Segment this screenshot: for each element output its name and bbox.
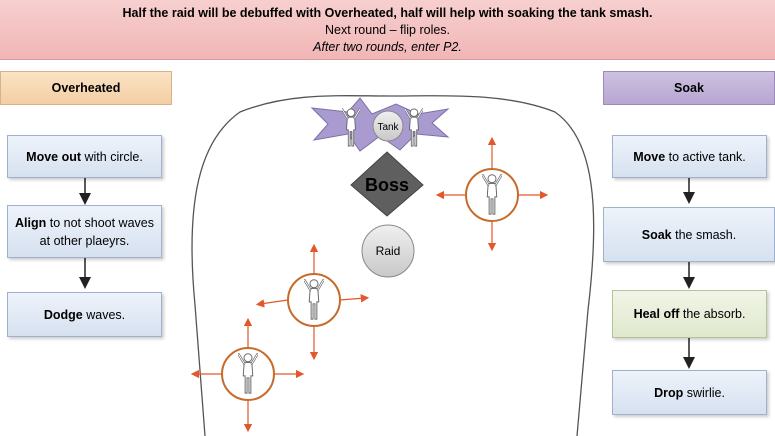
overheated-step-dodge: Dodge waves. xyxy=(7,292,162,337)
step-text: the smash. xyxy=(671,227,737,242)
step-keyword: Move out xyxy=(26,149,82,164)
player-figure-icon xyxy=(304,279,324,321)
overheated-player-1 xyxy=(435,136,549,252)
overheated-player-3 xyxy=(190,317,305,433)
step-keyword: Dodge xyxy=(43,307,83,322)
step-text: with circle. xyxy=(81,149,143,164)
overheated-header: Overheated xyxy=(0,71,172,105)
player-figure-icon xyxy=(238,353,258,395)
step-text: to not shoot waves at other plaeyrs. xyxy=(39,215,154,248)
tank-marker xyxy=(372,110,404,142)
overheated-step-align: Align to not shoot waves at other plaeyr… xyxy=(7,205,162,258)
overheated-player-2 xyxy=(255,243,370,361)
step-text: to active tank. xyxy=(665,149,746,164)
boss-marker xyxy=(350,151,424,217)
step-keyword: Drop xyxy=(654,385,684,400)
step-keyword: Align xyxy=(15,215,47,230)
arena-boundary xyxy=(191,95,595,436)
step-text: the absorb. xyxy=(679,307,746,321)
soak-step-move: Move to active tank. xyxy=(612,135,767,178)
step-keyword: Move xyxy=(633,149,666,164)
player-figure-icon xyxy=(482,174,502,216)
soak-header: Soak xyxy=(603,71,775,105)
step-text: waves. xyxy=(82,307,126,322)
soak-step-drop: Drop swirlie. xyxy=(612,370,767,415)
raid-label: Raid xyxy=(376,244,401,258)
instructions-banner: Half the raid will be debuffed with Over… xyxy=(0,0,775,60)
soak-step-soak: Soak the smash. xyxy=(603,207,775,262)
boss-label: Boss xyxy=(365,175,409,195)
overheated-step-move-out: Move out with circle. xyxy=(7,135,162,178)
banner-line-3: After two rounds, enter P2. xyxy=(313,40,462,54)
tank-label: Tank xyxy=(377,122,399,133)
banner-line-1: Half the raid will be debuffed with Over… xyxy=(122,6,653,20)
step-text: swirlie. xyxy=(683,385,725,400)
banner-line-2: Next round – flip roles. xyxy=(324,23,451,37)
step-keyword: Soak xyxy=(641,227,672,242)
step-keyword: Heal off xyxy=(633,307,680,321)
raid-marker xyxy=(361,224,415,278)
soak-step-heal: Heal off the absorb. xyxy=(612,290,767,338)
